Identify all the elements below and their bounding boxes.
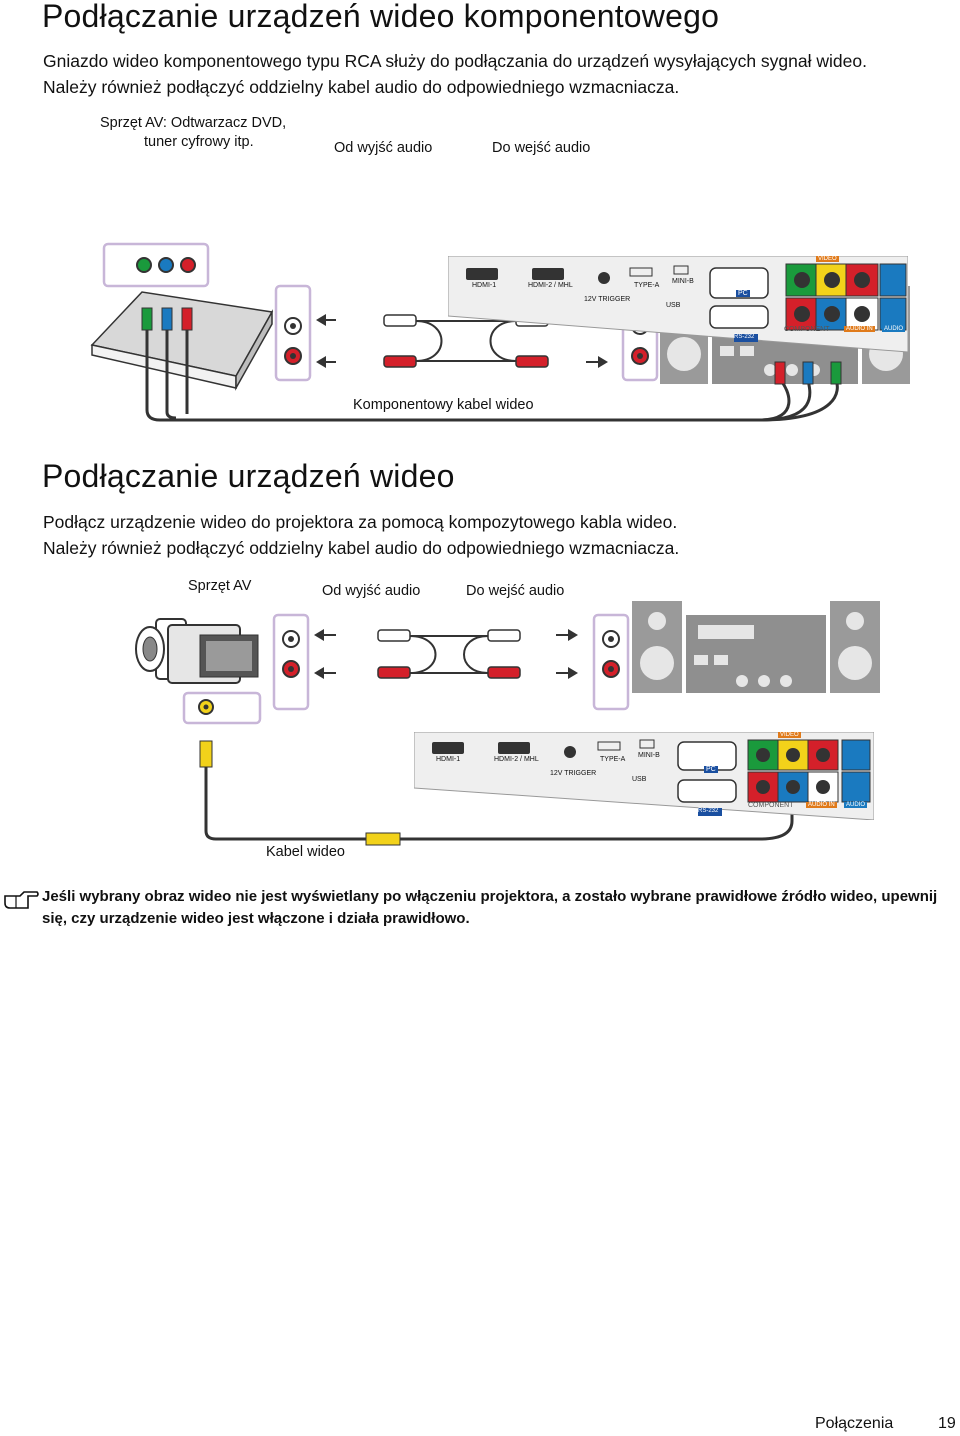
av-device-label-line2: tuner cyfrowy itp.: [144, 134, 254, 150]
panel2-audio-label: AUDIO: [844, 802, 868, 808]
composite-video-cable: [199, 740, 794, 846]
panel2-trigger-label: 12V TRIGGER: [550, 770, 597, 777]
panel-usb-label: USB: [666, 302, 681, 309]
camcorder-icon: [135, 618, 259, 684]
stereo-system-icon-2: [632, 601, 880, 693]
panel2-mini-b-label: MINI-B: [638, 752, 660, 759]
audio-in-label-2: Do wejść audio: [466, 583, 565, 599]
panel-component-label: COMPONENT: [784, 326, 830, 333]
note-text: Jeśli wybrany obraz wideo nie jest wyświ…: [42, 888, 938, 927]
footer-page-number: 19: [938, 1415, 956, 1432]
av-device-label: Sprzęt AV: [188, 578, 252, 594]
panel2-usb-label: USB: [632, 776, 647, 783]
panel2-rs232-label: RS-232: [698, 808, 719, 814]
footer-section: Połączenia: [815, 1415, 894, 1432]
hand-pointing-icon: [2, 888, 40, 912]
video-out-socket: [182, 691, 262, 725]
panel2-pc-label: PC: [704, 766, 718, 773]
panel2-audio-in-label: AUDIO IN: [806, 802, 837, 808]
section1-title: Podłączanie urządzeń wideo komponentoweg…: [42, 0, 720, 34]
panel-hdmi2-label: HDMI-2 / MHL: [528, 282, 573, 289]
panel-type-a-label: TYPE-A: [634, 282, 660, 289]
projector-panel-icon: HDMI-1 HDMI-2 / MHL 12V TRIGGER TYPE-A M…: [448, 256, 908, 352]
panel2-component-label: COMPONENT: [748, 802, 794, 809]
section1-paragraph: Gniazdo wideo komponentowego typu RCA sł…: [43, 51, 867, 97]
panel-mini-b-label: MINI-B: [672, 278, 694, 285]
panel-audio-label: AUDIO: [882, 326, 906, 332]
audio-cable-2: [314, 629, 578, 679]
panel2-type-a-label: TYPE-A: [600, 756, 626, 763]
panel-rs232-label: RS-232: [734, 334, 755, 340]
composite-connection-diagram: [135, 601, 880, 846]
component-cable: [141, 307, 842, 422]
panel-audio-in-label: AUDIO IN: [844, 326, 875, 332]
component-out-sockets: [102, 242, 210, 288]
panel-trigger-label: 12V TRIGGER: [584, 296, 631, 303]
dvd-player-icon: [90, 291, 274, 391]
component-cable-label: Komponentowy kabel wideo: [353, 397, 534, 413]
panel-pc-label: PC: [736, 290, 750, 297]
audio-in-label: Do wejść audio: [492, 140, 591, 156]
section2-title: Podłączanie urządzeń wideo: [42, 458, 455, 494]
panel2-hdmi1-label: HDMI-1: [436, 756, 461, 763]
projector-panel-icon-2: HDMI-1 HDMI-2 / MHL 12V TRIGGER TYPE-A M…: [414, 732, 874, 820]
audio-out-label: Od wyjść audio: [334, 140, 433, 156]
panel-hdmi1-label: HDMI-1: [472, 282, 497, 289]
panel-video-label: VIDEO: [816, 256, 839, 262]
panel2-hdmi2-label: HDMI-2 / MHL: [494, 756, 539, 763]
video-cable-label: Kabel wideo: [266, 844, 345, 860]
section2-paragraph-line1: Podłącz urządzenie wideo do projektora z…: [43, 512, 678, 532]
section2-paragraph-line2: Należy również podłączyć oddzielny kabel…: [43, 538, 680, 558]
panel2-video-label: VIDEO: [778, 732, 801, 738]
av-device-label-line1: Sprzęt AV: Odtwarzacz DVD,: [100, 115, 287, 131]
audio-out-label-2: Od wyjść audio: [322, 583, 421, 599]
